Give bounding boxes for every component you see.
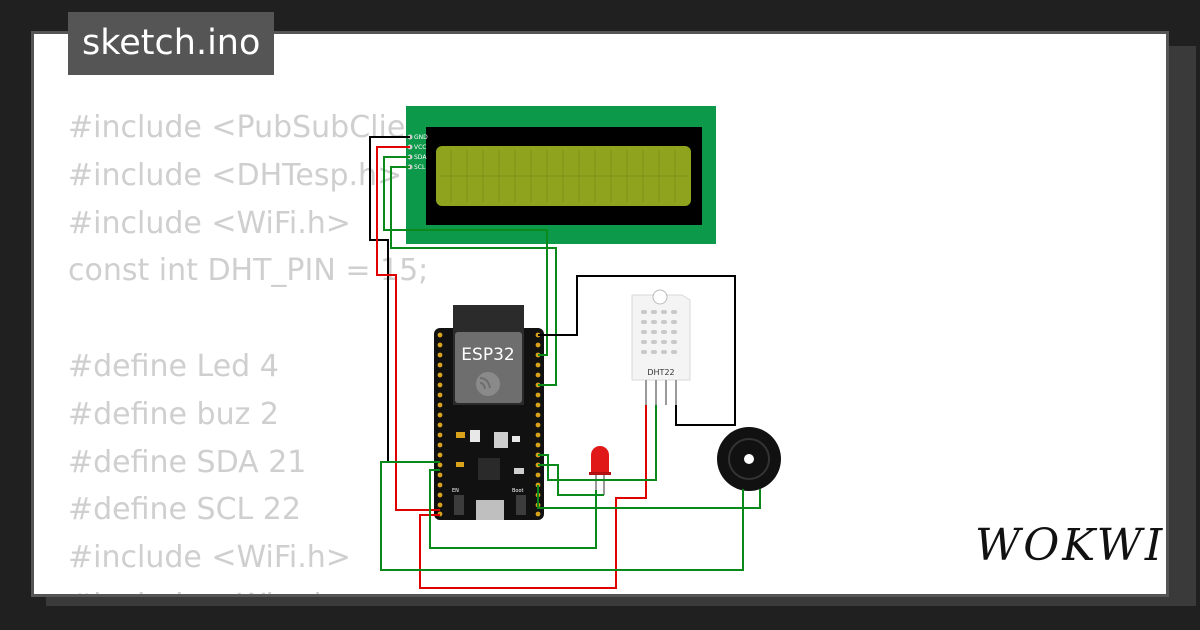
wire-buzzer-gnd [380,461,744,571]
code-line: #include <Wire.h> [68,582,490,594]
led-dome [591,446,609,474]
lcd-pin-scl: SCL [414,164,426,171]
wires [369,136,761,589]
esp32-shield-can [455,332,522,403]
wokwi-logo: WOKWI [975,520,1166,571]
wire-dht-data [538,405,657,481]
led-rim [589,472,611,475]
esp32-board[interactable]: ESP32 [434,305,544,520]
lcd-pin-sda: SDA [414,154,427,161]
led-legs [595,475,605,495]
wire-led-cathode [429,469,597,549]
code-line: const int DHT_PIN = 15; [68,253,429,289]
wire-buzzer-signal [537,485,761,509]
lcd-pin-vcc: VCC [414,144,426,151]
wire-lcd-sda [383,156,548,356]
dht-mount-hole [652,289,668,305]
wire-lcd-vcc [376,146,440,511]
dht22-sensor[interactable]: DHT22 [631,289,691,405]
wire-dht-gnd [538,275,736,426]
code-line: #include <WiFi.h> [68,205,351,241]
dht-body [631,294,691,381]
code-line: #define SDA 21 [68,444,307,480]
file-tab[interactable]: sketch.ino [68,12,275,75]
en-button[interactable] [454,495,464,515]
led[interactable] [589,446,611,495]
boot-label: Boot [512,488,524,494]
dht-label: DHT22 [647,368,674,377]
lcd-pin-gnd: GND [414,134,428,141]
code-line: #define Led 4 [68,348,279,384]
buzzer-hole [744,454,754,464]
esp32-label: ESP32 [461,345,514,365]
buzzer-ring [728,438,770,480]
wire-led-anode [538,464,604,496]
esp32-pins-left [437,332,443,517]
en-label: EN [452,488,459,494]
code-line: #define buz 2 [68,396,279,432]
dht-legs [645,380,677,405]
lcd-display[interactable]: GND VCC SDA SCL [406,106,716,244]
wire-dht-vcc [419,405,647,589]
boot-button[interactable] [516,495,526,515]
lcd-char-grid [440,150,688,202]
code-line: #define SCL 22 [68,492,301,528]
usb-port [476,500,504,520]
esp32-components [456,430,524,480]
buzzer[interactable] [717,427,781,491]
dht-grille [641,310,677,354]
wire-lcd-scl [390,166,557,386]
code-line: #include <WiFi.h> [68,540,351,576]
espressif-logo-icon [476,372,500,396]
